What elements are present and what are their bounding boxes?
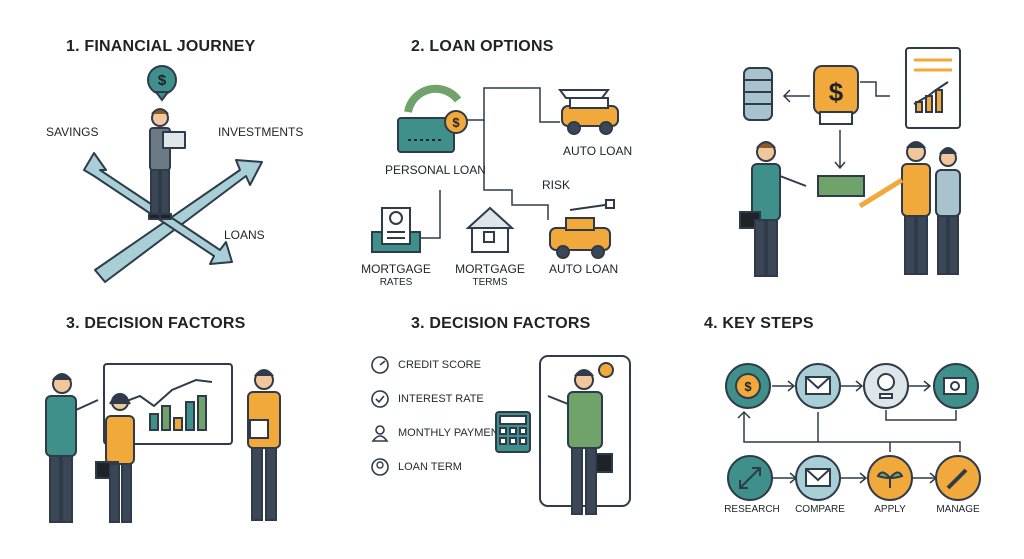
mortgage-rates-label-2: RATES bbox=[379, 277, 413, 288]
plant-icon bbox=[867, 455, 913, 501]
risk-label: RISK bbox=[542, 178, 571, 192]
svg-text:$: $ bbox=[452, 115, 460, 130]
crossing-arrows bbox=[83, 152, 263, 283]
coin-stack-icon bbox=[743, 67, 773, 121]
transaction-arrows bbox=[782, 81, 890, 170]
gauge-icon bbox=[371, 356, 389, 374]
man-with-laptop bbox=[148, 108, 186, 220]
couple-right bbox=[858, 141, 961, 275]
mortgage-doc-icon bbox=[371, 207, 421, 253]
connector-lines bbox=[420, 87, 560, 239]
pencil-icon bbox=[935, 455, 981, 501]
step-label-research: RESEARCH bbox=[724, 504, 780, 515]
svg-text:$: $ bbox=[744, 379, 752, 394]
car-top-icon bbox=[558, 89, 619, 135]
factor-label: INTEREST RATE bbox=[398, 393, 484, 405]
key-steps-title: 4. KEY STEPS bbox=[704, 315, 814, 332]
auto-loan-top-label: AUTO LOAN bbox=[563, 144, 633, 158]
envelope-top-icon bbox=[795, 363, 841, 409]
factor-item-interest-rate: INTEREST RATE bbox=[370, 388, 484, 410]
credit-card-icon: $ bbox=[397, 84, 468, 153]
personal-loan-label: PERSONAL LOAN bbox=[385, 163, 486, 177]
webcam-icon bbox=[863, 363, 909, 409]
mortgage-terms-label-2: TERMS bbox=[472, 277, 508, 288]
svg-text:$: $ bbox=[158, 72, 167, 89]
step-connectors bbox=[737, 380, 961, 484]
dollar-circle-icon: $ bbox=[725, 363, 771, 409]
dollar-machine-icon: $ bbox=[813, 65, 859, 125]
factor-label: MONTHLY PAYMENT bbox=[398, 427, 506, 439]
journey-title: 1. FINANCIAL JOURNEY bbox=[66, 38, 256, 55]
truck-icon bbox=[549, 199, 615, 259]
svg-text:$: $ bbox=[829, 77, 844, 107]
mortgage-terms-label-1: MORTGAGE bbox=[455, 262, 525, 276]
factor-label: LOAN TERM bbox=[398, 461, 462, 473]
savings-label: SAVINGS bbox=[46, 125, 99, 139]
factor-item-credit-score: CREDIT SCORE bbox=[370, 354, 481, 376]
loans-label: LOANS bbox=[224, 228, 265, 242]
man-left-a bbox=[45, 373, 99, 523]
report-clipboard-icon bbox=[905, 47, 961, 129]
woman-a bbox=[95, 393, 135, 523]
person-circle-icon bbox=[371, 458, 389, 476]
envelope-icon bbox=[795, 455, 841, 501]
presentation-board bbox=[103, 363, 233, 445]
man-right-a bbox=[247, 369, 281, 521]
businessman-left bbox=[739, 141, 807, 277]
house-icon bbox=[465, 206, 515, 253]
person-icon bbox=[371, 425, 389, 442]
check-circle-icon bbox=[371, 390, 389, 408]
camera-icon bbox=[933, 363, 979, 409]
arrows-expand-icon bbox=[727, 455, 773, 501]
mortgage-rates-label-1: MORTGAGE bbox=[361, 262, 431, 276]
man-b bbox=[547, 369, 613, 515]
dollar-pin-icon: $ bbox=[147, 65, 177, 102]
step-label-manage: MANAGE bbox=[936, 504, 980, 515]
factor-label: CREDIT SCORE bbox=[398, 359, 481, 371]
auto-loan-bottom-label: AUTO LOAN bbox=[549, 262, 619, 276]
investments-label: INVESTMENTS bbox=[218, 125, 304, 139]
decision-factors-a-title: 3. DECISION FACTORS bbox=[66, 315, 246, 332]
decision-factors-b-title: 3. DECISION FACTORS bbox=[411, 315, 591, 332]
factor-item-monthly-payment: MONTHLY PAYMENT bbox=[370, 422, 505, 444]
step-label-compare: COMPARE bbox=[795, 504, 845, 515]
loan-options-title: 2. LOAN OPTIONS bbox=[411, 38, 554, 55]
factor-list: CREDIT SCORE INTEREST RATE MONTHLY PAYME… bbox=[370, 354, 530, 484]
step-label-apply: APPLY bbox=[874, 504, 906, 515]
factor-item-loan-term: LOAN TERM bbox=[370, 456, 462, 478]
calculator-icon bbox=[495, 411, 531, 453]
cash-bill-icon bbox=[817, 175, 865, 197]
